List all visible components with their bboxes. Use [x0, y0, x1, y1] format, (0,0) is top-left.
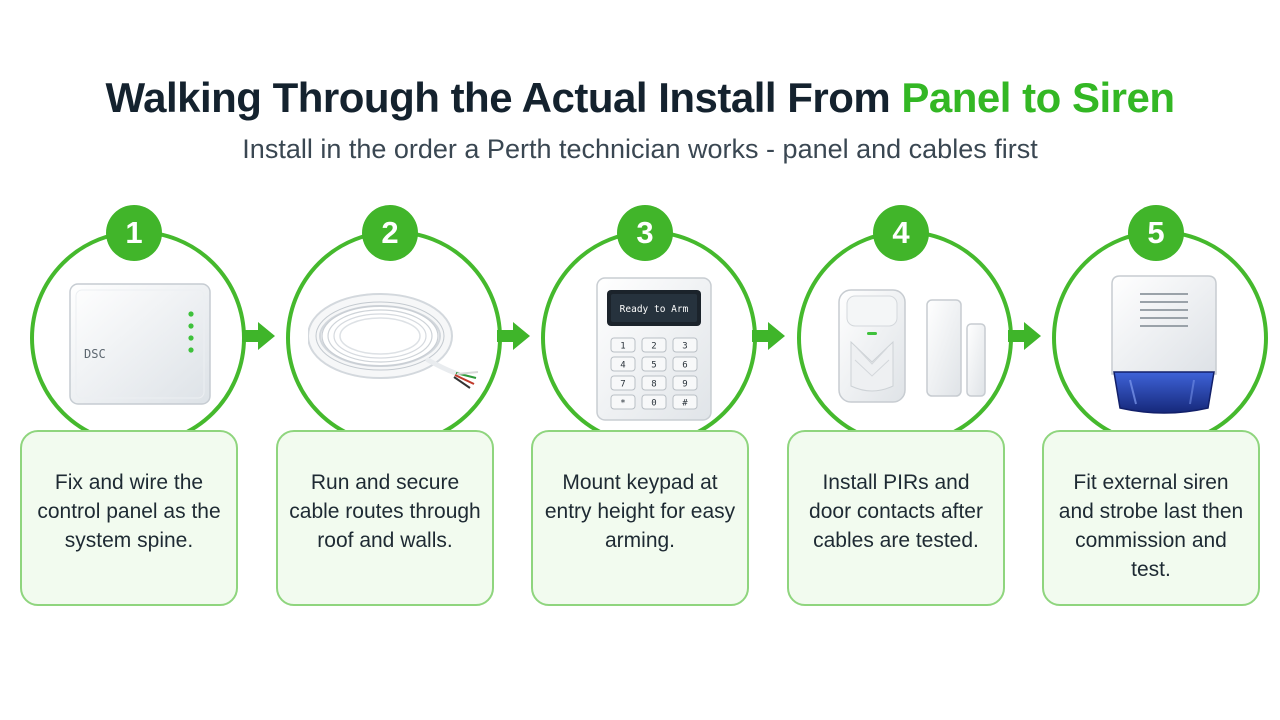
step-3-circle: Ready to Arm 1 2 3 4 5 6 7 8 9 * 0 #: [541, 230, 757, 446]
keypad-key: [672, 394, 698, 410]
keypad-key: [672, 337, 698, 353]
step-3: Ready to Arm 1 2 3 4 5 6 7 8 9 * 0 # 3 Mount keypad…: [529, 200, 769, 610]
step-1-number: 1: [106, 205, 162, 261]
keypad-key: [641, 375, 667, 391]
keypad-icon: Ready to Arm 1 2 3 4 5 6 7 8 9 * 0 #: [596, 277, 712, 421]
keypad-key-label: #: [682, 399, 688, 409]
keypad-display: Ready to Arm: [620, 304, 689, 315]
step-1-text: Fix and wire the control panel as the sy…: [37, 471, 221, 552]
control-panel-icon: DSC: [69, 283, 211, 405]
step-2-number: 2: [362, 205, 418, 261]
keypad-key: [610, 337, 636, 353]
step-2-text: Run and secure cable routes through roof…: [289, 471, 481, 552]
step-1-card: Fix and wire the control panel as the sy…: [20, 430, 238, 606]
keypad-key-label: 0: [651, 399, 656, 409]
step-5: 5 Fit external siren and strobe last the…: [1040, 200, 1280, 610]
pir-sensor-icon: [838, 289, 986, 403]
keypad-key: [610, 375, 636, 391]
step-2: 2 Run and secure cable routes through ro…: [274, 200, 514, 610]
keypad-key-label: 1: [620, 342, 625, 352]
keypad-key-label: 3: [682, 342, 687, 352]
keypad-key: [672, 375, 698, 391]
siren-icon: [1111, 275, 1217, 414]
step-4-text: Install PIRs and door contacts after cab…: [809, 471, 983, 552]
keypad-key: [610, 356, 636, 372]
keypad-key: [641, 394, 667, 410]
step-4: 4 Install PIRs and door contacts after c…: [785, 200, 1025, 610]
keypad-key: [641, 337, 667, 353]
step-4-card: Install PIRs and door contacts after cab…: [787, 430, 1005, 606]
step-4-circle: [797, 230, 1013, 446]
arrow-right-icon: [1008, 322, 1041, 350]
keypad-key-label: 6: [682, 361, 687, 371]
keypad-key-label: 4: [620, 361, 625, 371]
step-3-card: Mount keypad at entry height for easy ar…: [531, 430, 749, 606]
keypad-key: [672, 356, 698, 372]
keypad-key-label: *: [620, 399, 625, 409]
step-2-circle: [286, 230, 502, 446]
arrow-right-icon: [497, 322, 530, 350]
keypad-key: [610, 394, 636, 410]
arrow-right-icon: [242, 322, 275, 350]
step-2-card: Run and secure cable routes through roof…: [276, 430, 494, 606]
keypad-key-label: 9: [682, 380, 687, 390]
step-5-number: 5: [1128, 205, 1184, 261]
title-main: Walking Through the Actual Install From: [105, 74, 902, 121]
keypad-key-label: 8: [651, 380, 656, 390]
step-1: DSC 1 Fix and wire the control panel as …: [18, 200, 258, 610]
keypad-key: [641, 356, 667, 372]
title-accent: Panel to Siren: [901, 74, 1175, 121]
step-5-card: Fit external siren and strobe last then …: [1042, 430, 1260, 606]
page-subtitle: Install in the order a Perth technician …: [242, 134, 1038, 164]
keypad-key-label: 2: [651, 342, 656, 352]
step-5-text: Fit external siren and strobe last then …: [1058, 471, 1244, 581]
step-3-text: Mount keypad at entry height for easy ar…: [544, 471, 736, 552]
page-title: Walking Through the Actual Install From …: [0, 74, 1280, 122]
step-3-number: 3: [617, 205, 673, 261]
keypad-key-label: 7: [620, 380, 625, 390]
arrow-right-icon: [752, 322, 785, 350]
step-5-circle: [1052, 230, 1268, 446]
step-4-number: 4: [873, 205, 929, 261]
cable-coil-icon: [308, 293, 479, 389]
step-1-circle: DSC: [30, 230, 246, 446]
control-panel-brand: DSC: [84, 347, 106, 361]
keypad-key-label: 5: [651, 361, 656, 371]
